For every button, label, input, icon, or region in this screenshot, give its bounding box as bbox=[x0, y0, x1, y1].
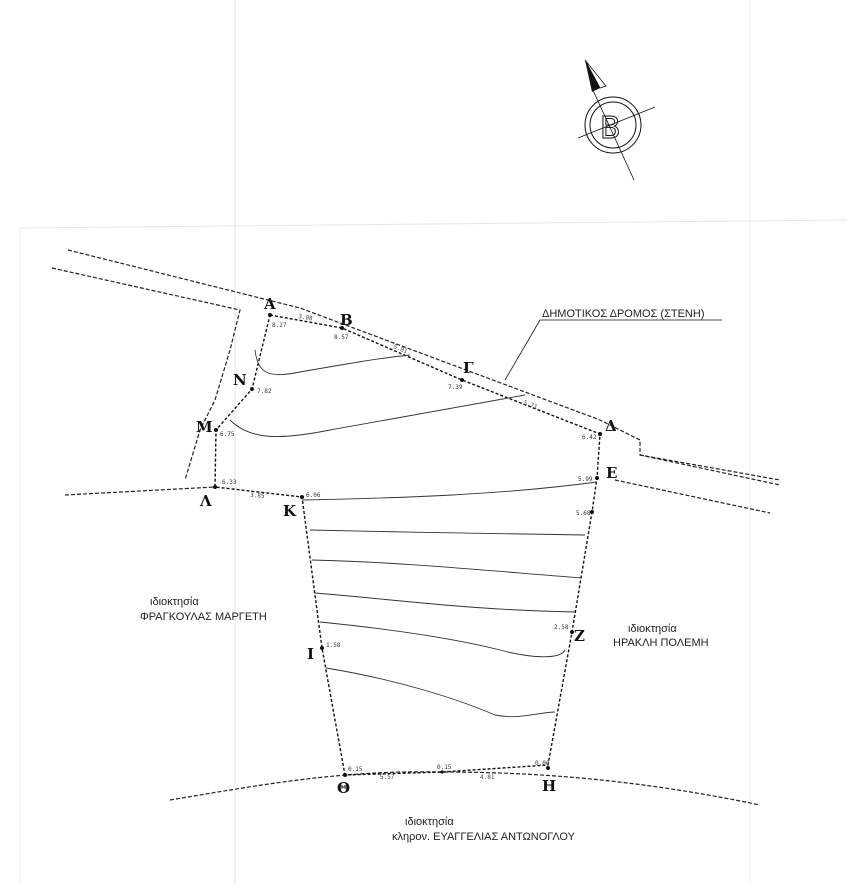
point-mid-elevation: 0.15 bbox=[437, 764, 452, 771]
compass-letter: B bbox=[600, 111, 621, 146]
point-h-marker bbox=[546, 766, 550, 770]
point-mid-marker bbox=[440, 770, 444, 774]
road-edge-north-upper bbox=[67, 249, 781, 481]
point-z-marker bbox=[570, 630, 574, 634]
point-d-label: Δ bbox=[605, 417, 617, 435]
point-e2-elevation: 5.68 bbox=[576, 510, 591, 517]
point-h-label: Η bbox=[542, 777, 556, 795]
point-g-elevation: 7.39 bbox=[448, 384, 463, 391]
point-b-label: Β bbox=[340, 311, 353, 329]
point-l-marker bbox=[213, 485, 217, 489]
point-e2-marker bbox=[590, 510, 594, 514]
point-i-label: Ι bbox=[307, 645, 314, 663]
point-l-label: Λ bbox=[199, 492, 212, 510]
point-n-marker bbox=[250, 387, 254, 391]
owner-bottom-line1: ιδιοκτησία bbox=[405, 816, 454, 828]
dist-th-mid: 5.57 bbox=[380, 773, 395, 781]
property-edge-east bbox=[614, 479, 771, 514]
point-d-elevation: 6.42 bbox=[582, 434, 597, 441]
point-m-marker bbox=[214, 428, 218, 432]
property-edge-west bbox=[64, 486, 216, 496]
point-g-marker bbox=[460, 378, 464, 382]
point-b-elevation: 8.57 bbox=[334, 334, 349, 341]
dist-gd: 5.71 bbox=[522, 399, 538, 411]
point-e-marker bbox=[595, 476, 599, 480]
parcel-boundary bbox=[214, 314, 601, 776]
point-m-label: Μ bbox=[196, 418, 213, 436]
road-boundaries bbox=[51, 249, 781, 806]
point-n-label: Ν bbox=[233, 371, 247, 389]
point-e-elevation: 5.99 bbox=[578, 476, 593, 483]
north-arrow-icon: B bbox=[577, 59, 656, 181]
owner-right-line1: ιδιοκτησία bbox=[628, 623, 677, 635]
point-k-marker bbox=[300, 495, 304, 499]
road-edge-north-right bbox=[639, 454, 781, 486]
owner-left-line1: ιδιοκτησία bbox=[150, 596, 199, 608]
dist-mid-h: 4.81 bbox=[480, 774, 495, 781]
point-n-elevation: 7.82 bbox=[257, 388, 272, 395]
point-a-label: Α bbox=[263, 295, 276, 313]
point-h-elevation: 0.00 bbox=[535, 760, 550, 767]
road-edge-north-left bbox=[51, 267, 241, 481]
point-z-label: Ζ bbox=[574, 627, 585, 645]
point-g-label: Γ bbox=[463, 359, 474, 377]
point-m-elevation: 6.75 bbox=[220, 431, 235, 438]
survey-points: Α 8.27 Β 8.57 Γ 7.39 Δ 6.42 Ε 5.99 5.68 … bbox=[196, 295, 617, 797]
point-i-marker bbox=[320, 646, 324, 650]
point-a-elevation: 8.27 bbox=[272, 322, 287, 329]
point-th-label: Θ bbox=[337, 779, 350, 797]
point-b-marker bbox=[340, 326, 344, 330]
fold-line-horizontal bbox=[19, 219, 847, 229]
point-i-elevation: 1.58 bbox=[326, 642, 341, 649]
point-k-label: Κ bbox=[283, 502, 297, 520]
point-a-marker bbox=[268, 313, 272, 317]
point-th-marker bbox=[343, 773, 347, 777]
road-label: ΔΗΜΟΤΙΚΟΣ ΔΡΟΜΟΣ (ΣΤΕΝΗ) bbox=[542, 308, 704, 320]
dist-ab: 3.08 bbox=[298, 313, 314, 322]
point-d-marker bbox=[598, 432, 602, 436]
owner-bottom-line2: κληρον. ΕΥΑΓΓΕΛΙΑΣ ΑΝΤΩΝΟΓΛΟΥ bbox=[392, 831, 576, 843]
owner-right-line2: ΗΡΑΚΛΗ ΠΟΛΕΜΗ bbox=[613, 637, 709, 649]
point-k-elevation: 6.06 bbox=[306, 492, 321, 499]
road-label-leader bbox=[504, 319, 541, 381]
point-th-elevation: 0.15 bbox=[348, 766, 363, 773]
point-z-elevation: 2.58 bbox=[554, 624, 569, 631]
road-edge-south bbox=[169, 771, 761, 806]
contour-lines bbox=[229, 349, 598, 718]
point-l-elevation: 6.33 bbox=[222, 479, 237, 486]
point-e-label: Ε bbox=[606, 464, 617, 482]
dist-lk: 3.85 bbox=[250, 492, 265, 500]
owner-left-line2: ΦΡΑΓΚΟΥΛΑΣ ΜΑΡΓΕΤΗ bbox=[140, 611, 267, 623]
